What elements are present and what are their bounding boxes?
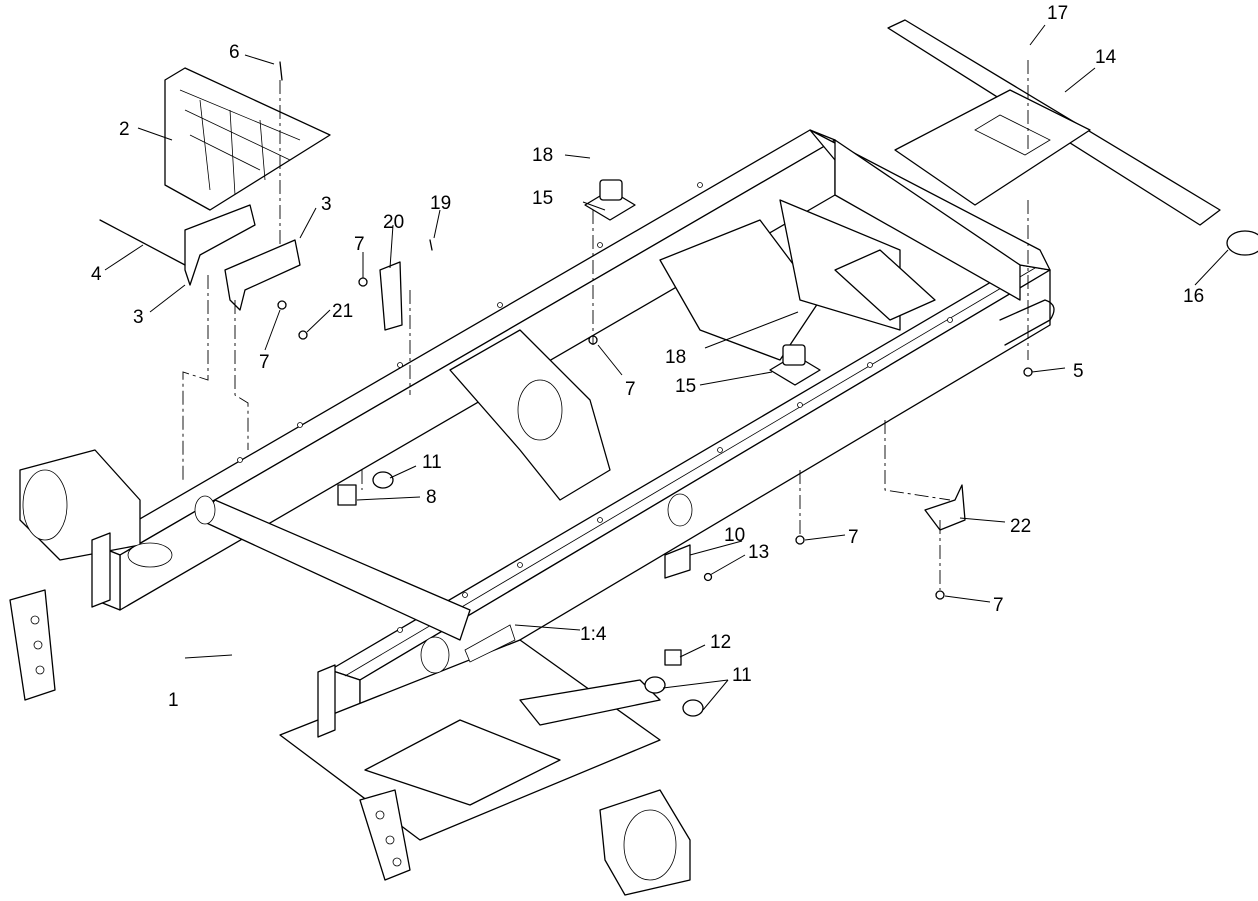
callout-7-e: 7: [993, 595, 1004, 616]
callout-18-top: 18: [532, 145, 553, 166]
callout-14: 14: [1095, 47, 1117, 68]
callout-15-bottom: 15: [675, 376, 696, 397]
callout-8: 8: [426, 487, 437, 508]
callout-7-b: 7: [259, 352, 270, 373]
callout-17: 17: [1047, 3, 1068, 24]
bracket-part-22: [924, 484, 966, 531]
bolt-part-6: [279, 61, 283, 81]
plug-parts: [337, 471, 704, 717]
callout-21: 21: [332, 301, 353, 322]
callout-15-top: 15: [532, 188, 553, 209]
isolator-mount-part-15: [584, 179, 821, 386]
rail-holes: [237, 182, 953, 633]
callout-11-top: 11: [422, 452, 442, 473]
callout-7-a: 7: [354, 234, 365, 255]
callout-3-left: 3: [133, 307, 144, 328]
callout-2: 2: [119, 119, 130, 140]
callout-11-bottom: 11: [732, 665, 752, 686]
nuts: [277, 277, 1033, 600]
callout-19: 19: [430, 193, 451, 214]
callout-4: 4: [91, 264, 102, 285]
callout-20: 20: [383, 212, 404, 233]
bracket-part-3: [184, 204, 301, 311]
plate-part-10: [664, 544, 691, 579]
foot-platform-part-2: [164, 67, 331, 211]
bracket-part-20: [379, 261, 403, 331]
callout-13: 13: [748, 542, 769, 563]
leader-lines: [104, 24, 1229, 711]
bolt-part-19: [429, 239, 433, 251]
main-frame: [9, 129, 1055, 896]
nut-part-13: [703, 572, 713, 582]
callout-22: 22: [1010, 516, 1031, 537]
callout-18-bottom: 18: [665, 347, 686, 368]
callout-10: 10: [724, 525, 745, 546]
callout-16: 16: [1183, 286, 1204, 307]
callout-5: 5: [1073, 361, 1084, 382]
handle-bar-part-14: [887, 19, 1221, 226]
callout-1-4: 1:4: [580, 624, 607, 645]
callout-labels: 1 1:4 2 3 3 4 5 6 7 7 7 7 7 7 8 10 11 11…: [91, 3, 1204, 711]
callout-6: 6: [229, 42, 240, 63]
long-bolt-part-4: [99, 219, 186, 266]
end-cap-part-16: [1226, 230, 1258, 256]
callout-12: 12: [710, 632, 731, 653]
callout-7-c: 7: [625, 379, 636, 400]
callout-3-top: 3: [321, 194, 332, 215]
callout-7-d: 7: [848, 527, 859, 548]
callout-1: 1: [168, 690, 179, 711]
assembly-lines: [182, 60, 1029, 590]
